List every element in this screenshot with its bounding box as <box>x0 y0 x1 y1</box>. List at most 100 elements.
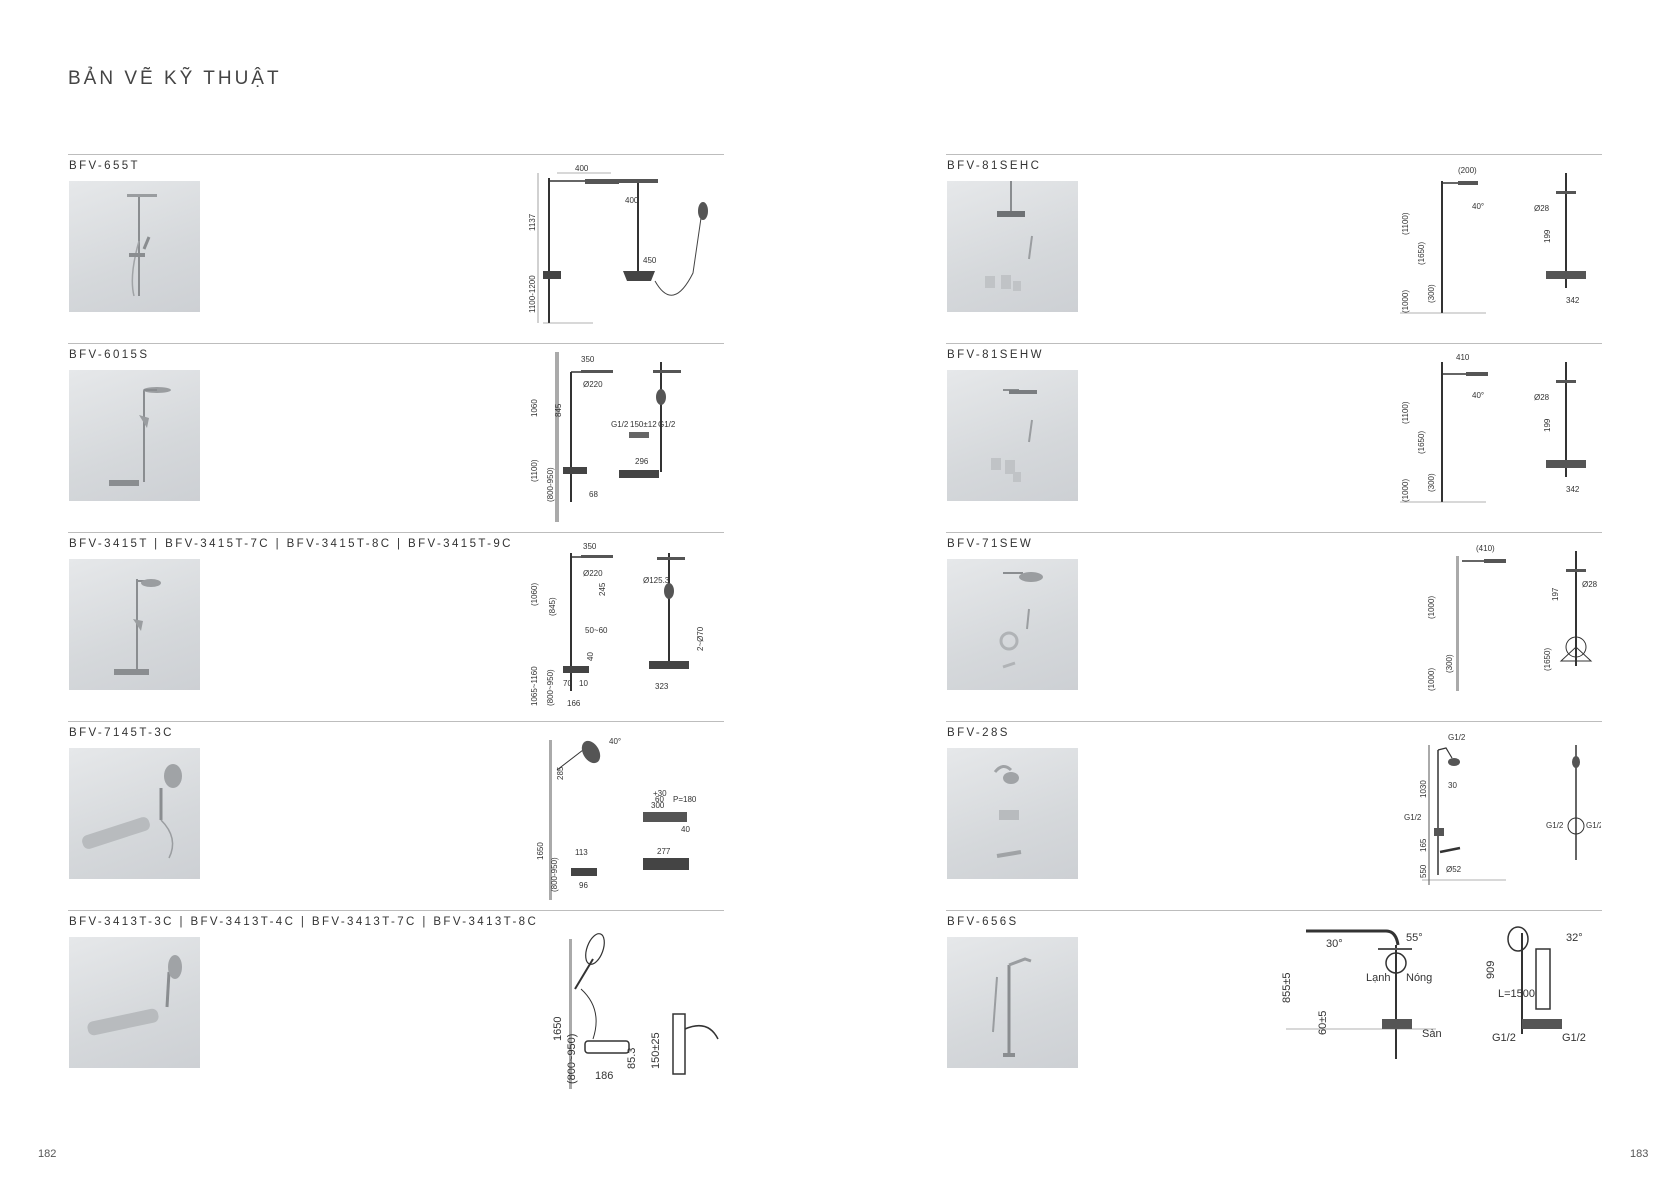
technical-drawing: 350 Ø220 1060 845 (1100) (800-950) G1/2 … <box>523 352 723 527</box>
page-number-left: 182 <box>38 1148 57 1160</box>
product-photo[interactable] <box>69 559 200 690</box>
model-label: BFV-28S <box>947 727 1010 739</box>
product-section-bfv-7145t-3c: BFV-7145T-3C 40° 285 1650 (800-950) 113 … <box>68 721 724 910</box>
dimension-label: G1/2 <box>1448 733 1466 742</box>
product-section-bfv-655t: BFV-655T 400 400 450 113 <box>68 154 724 343</box>
model-label: BFV-71SEW <box>947 538 1034 550</box>
model-label: BFV-3413T-3C | BFV-3413T-4C | BFV-3413T-… <box>69 916 539 928</box>
dimension-label: 40 <box>681 825 690 834</box>
dimension-label: 199 <box>1543 229 1552 243</box>
dimension-label: 342 <box>1566 485 1580 494</box>
dimension-label: 199 <box>1543 418 1552 432</box>
dimension-label: (300) <box>1427 473 1436 492</box>
dimension-label: Ø52 <box>1446 865 1462 874</box>
technical-drawing: 30° 55° Lạnh Nóng 855±5 60±5 Sàn 32° 909… <box>1266 919 1601 1094</box>
dimension-label: 40° <box>1472 202 1484 211</box>
dimension-label: Ø28 <box>1534 393 1550 402</box>
dimension-label: G1/2 <box>658 420 676 429</box>
dimension-label: (1000) <box>1401 290 1410 313</box>
dimension-label: G1/2 <box>611 420 629 429</box>
dimension-label: (800~950) <box>566 1034 578 1084</box>
product-photo[interactable] <box>947 181 1078 312</box>
dimension-label: 150±12 <box>630 420 657 429</box>
dimension-label: (1100) <box>1401 212 1410 235</box>
product-photo[interactable] <box>69 937 200 1068</box>
dimension-label: (1650) <box>1543 648 1552 671</box>
technical-drawing: 400 400 450 1137 1100-1200 <box>523 163 723 338</box>
dimension-label: Sàn <box>1422 1028 1442 1040</box>
dimension-label: Lạnh <box>1366 972 1390 984</box>
dimension-label: 70 <box>563 679 572 688</box>
model-label: BFV-7145T-3C <box>69 727 174 739</box>
dimension-label: Ø125.3 <box>643 576 670 585</box>
product-section-bfv-3415t: BFV-3415T | BFV-3415T-7C | BFV-3415T-8C … <box>68 532 724 721</box>
dimension-label: 350 <box>581 355 595 364</box>
dimension-label: G1/2 <box>1404 813 1422 822</box>
dimension-label: 50~60 <box>585 626 608 635</box>
dimension-label: 1030 <box>1419 780 1428 798</box>
dimension-label: (410) <box>1476 544 1495 553</box>
dimension-label: Ø220 <box>583 380 603 389</box>
dimension-label: (845) <box>548 597 557 616</box>
left-column: BFV-655T 400 400 450 113 <box>68 154 724 1099</box>
technical-drawing: 40° 285 1650 (800-950) 113 96 P=180 300 … <box>523 730 723 905</box>
page-number-right: 183 <box>1630 1148 1649 1160</box>
dimension-label: 186 <box>595 1070 613 1082</box>
product-section-bfv-81sehc: BFV-81SEHC (200) 40° (1100) (1650) (300) <box>946 154 1602 343</box>
dimension-label: G1/2 <box>1546 821 1564 830</box>
dimension-label: (200) <box>1458 166 1477 175</box>
product-photo[interactable] <box>69 748 200 879</box>
product-section-bfv-71sew: BFV-71SEW (410) (1000) (300) (1000) <box>946 532 1602 721</box>
dimension-label: 1100-1200 <box>528 275 537 313</box>
dimension-label: 1650 <box>552 1017 564 1041</box>
dimension-label: 1065~1160 <box>530 666 539 706</box>
technical-drawing: G1/2 1030 30 G1/2 165 550 Ø52 G1/2 G1/2 <box>1386 730 1601 905</box>
product-photo[interactable] <box>947 748 1078 879</box>
page-title: BẢN VẼ KỸ THUẬT <box>68 68 282 89</box>
product-photo[interactable] <box>69 181 200 312</box>
dimension-label: 285 <box>556 766 565 780</box>
dimension-label: (1650) <box>1417 431 1426 454</box>
dimension-label: 32° <box>1566 932 1583 944</box>
product-photo[interactable] <box>947 937 1078 1068</box>
dimension-label: 197 <box>1551 587 1560 601</box>
dimension-label: 845 <box>554 403 563 417</box>
product-section-bfv-3413t: BFV-3413T-3C | BFV-3413T-4C | BFV-3413T-… <box>68 910 724 1099</box>
dimension-label: +30 <box>653 789 667 798</box>
dimension-label: 296 <box>635 457 649 466</box>
technical-drawing: 1650 (800~950) 186 85.3 150±25 <box>523 919 723 1094</box>
dimension-label: 30 <box>1448 781 1457 790</box>
dimension-label: G1/2 <box>1562 1032 1586 1044</box>
dimension-label: 150±25 <box>650 1032 662 1069</box>
dimension-label: (300) <box>1445 654 1454 673</box>
dimension-label: L=1500 <box>1498 988 1535 1000</box>
dimension-label: 350 <box>583 542 597 551</box>
dimension-label: 40 <box>586 652 595 661</box>
right-column: BFV-81SEHC (200) 40° (1100) (1650) (300) <box>946 154 1602 1099</box>
model-label: BFV-81SEHC <box>947 160 1042 172</box>
dimension-label: Ø28 <box>1582 580 1598 589</box>
product-photo[interactable] <box>947 559 1078 690</box>
dimension-label: 550 <box>1419 864 1428 878</box>
dimension-label: 400 <box>625 196 639 205</box>
dimension-label: 68 <box>589 490 598 499</box>
product-photo[interactable] <box>69 370 200 501</box>
dimension-label: (300) <box>1427 284 1436 303</box>
model-label: BFV-6015S <box>69 349 150 361</box>
product-section-bfv-656s: BFV-656S 30° 55° Lạnh Nóng 855±5 60±5 <box>946 910 1602 1099</box>
dimension-label: 450 <box>643 256 657 265</box>
dimension-label: G1/2 <box>1492 1032 1516 1044</box>
dimension-label: (1000) <box>1401 479 1410 502</box>
dimension-label: (1000) <box>1427 668 1436 691</box>
dimension-label: 342 <box>1566 296 1580 305</box>
product-photo[interactable] <box>947 370 1078 501</box>
dimension-label: 85.3 <box>626 1048 638 1069</box>
model-label: BFV-3415T | BFV-3415T-7C | BFV-3415T-8C … <box>69 538 513 550</box>
dimension-label: (1100) <box>530 459 539 482</box>
technical-drawing: (200) 40° (1100) (1650) (300) (1000) Ø28… <box>1386 163 1601 338</box>
dimension-label: (1000) <box>1427 596 1436 619</box>
dimension-label: Nóng <box>1406 972 1432 984</box>
technical-drawing: 350 Ø220 (1060) (845) 245 50~60 Ø125.3 3… <box>523 541 723 716</box>
dimension-label: (1060) <box>530 583 539 606</box>
dimension-label: 166 <box>567 699 581 708</box>
